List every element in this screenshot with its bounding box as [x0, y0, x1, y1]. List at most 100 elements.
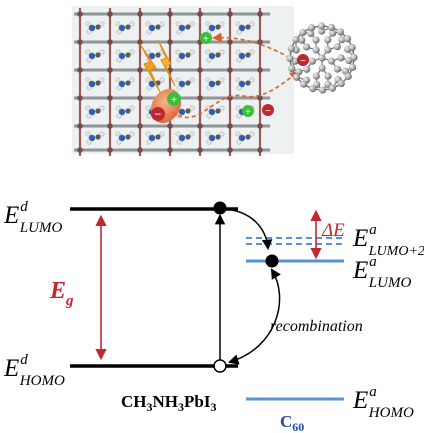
excited-electron — [213, 201, 227, 215]
carbon-atom — [329, 29, 337, 37]
lattice-atom — [197, 11, 203, 17]
lattice-atom — [137, 123, 143, 129]
carbon-atom — [307, 29, 315, 38]
lattice-atom — [197, 95, 203, 101]
lattice-atom — [107, 67, 113, 73]
cation-molecule — [175, 49, 195, 63]
lattice-atom — [197, 147, 203, 153]
carbon-atom — [324, 72, 332, 80]
carbon-atom — [298, 36, 306, 44]
electron-sign: − — [265, 106, 271, 117]
carbon-atom — [299, 28, 307, 37]
lattice-atom — [107, 11, 113, 17]
carbon-atom — [344, 72, 352, 80]
cation-molecule — [175, 77, 195, 91]
hole-icon — [200, 32, 212, 44]
cation-molecule — [205, 21, 225, 35]
carbon-atom — [308, 24, 316, 32]
lattice-atom — [107, 39, 113, 45]
carbon-atom — [318, 54, 326, 62]
perovskite-c60-illustration: − + + + − − — [72, 6, 358, 156]
carbon-atom — [292, 73, 301, 81]
cation-molecule — [235, 77, 255, 91]
electron-sign: − — [300, 56, 306, 67]
cation-molecule — [235, 131, 255, 145]
cation-molecule — [85, 105, 105, 119]
carbon-atom — [348, 44, 356, 52]
cation-molecule — [205, 77, 225, 91]
carbon-atom — [324, 36, 332, 44]
carbon-atom — [286, 54, 294, 63]
hole-sign: + — [245, 107, 251, 118]
light-absorption-icon — [139, 43, 161, 93]
carbon-atom — [287, 45, 296, 53]
cation-molecule — [115, 105, 135, 119]
lattice-atom — [167, 11, 173, 17]
carbon-atom — [312, 46, 320, 54]
cation-molecule — [85, 77, 105, 91]
carbon-atom — [338, 36, 346, 44]
carbon-atom — [318, 86, 327, 94]
electron-sign: − — [155, 107, 162, 121]
hole-sign: + — [171, 94, 177, 106]
lattice-atom — [227, 67, 233, 73]
carbon-atom — [328, 84, 336, 92]
electron-transfer-arrow — [225, 208, 273, 251]
lattice-atom — [137, 95, 143, 101]
lattice-atom — [137, 39, 143, 45]
lattice-atom — [227, 11, 233, 17]
lattice-atom — [257, 67, 263, 73]
carbon-atom — [324, 46, 332, 54]
lattice-atom — [137, 147, 143, 153]
cation-molecule — [115, 21, 135, 35]
cation-molecule — [115, 131, 135, 145]
carbon-atom — [295, 68, 303, 76]
light-absorption-icon — [157, 39, 176, 87]
cation-molecule — [85, 49, 105, 63]
carbon-atom — [348, 63, 357, 71]
lattice-atom — [107, 95, 113, 101]
carbon-atom — [337, 79, 345, 88]
electron-icon — [151, 107, 165, 121]
carbon-atom — [317, 22, 326, 30]
lattice-atom — [167, 147, 173, 153]
lattice-atom — [77, 39, 83, 45]
lattice-atom — [137, 11, 143, 17]
lattice-atom — [227, 39, 233, 45]
carbon-atom — [303, 65, 311, 73]
cation-molecule — [205, 131, 225, 145]
delta-e-label: ΔE — [321, 220, 345, 241]
recombination-label: recombination — [270, 318, 363, 335]
carbon-atom — [337, 54, 345, 62]
lattice-atom — [257, 147, 263, 153]
back-transfer-path — [212, 32, 291, 59]
lattice-atom — [257, 95, 263, 101]
cation-molecule — [85, 131, 105, 145]
hole-icon — [242, 105, 254, 117]
carbon-atom — [292, 36, 300, 44]
carbon-atom — [318, 64, 326, 72]
carbon-atom — [312, 72, 320, 80]
acceptor-electron — [265, 254, 279, 268]
carbon-atom — [327, 23, 335, 32]
cation-molecule — [205, 49, 225, 63]
cation-molecule — [205, 105, 225, 119]
lattice-atom — [107, 147, 113, 153]
c60-molecule — [286, 22, 358, 94]
lattice-atom — [197, 67, 203, 73]
hole-icon — [167, 92, 181, 106]
lattice-atom — [257, 39, 263, 45]
lattice-atom — [77, 11, 83, 17]
carbon-atom — [336, 28, 344, 36]
cation-molecule — [145, 131, 165, 145]
electron-transfer-path — [171, 70, 300, 119]
donor-material-label: CH3NH3PbI3 — [121, 392, 216, 414]
carbon-atom — [333, 65, 342, 73]
lattice-atom — [77, 123, 83, 129]
